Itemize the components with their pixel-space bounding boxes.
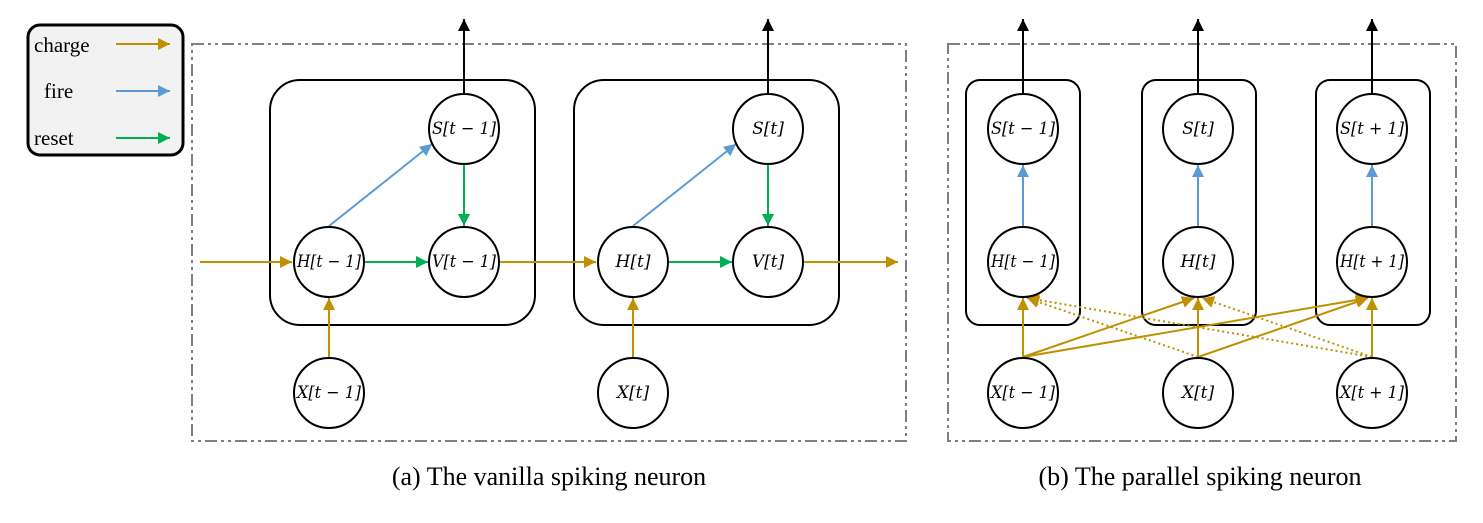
node-b-x-prev-label: X[t − 1]: [989, 383, 1055, 403]
node-b-s-cur: S[t]: [1162, 93, 1234, 165]
node-s-cur: S[t]: [732, 93, 804, 165]
node-x-cur-label: X[t]: [615, 383, 650, 403]
node-v-cur-label: V[t]: [752, 252, 785, 272]
node-b-h-prev: H[t − 1]: [987, 226, 1059, 298]
panel-b: S[t − 1] H[t − 1] X[t − 1] S[t] H[t] X[t…: [947, 19, 1457, 491]
node-b-h-next: H[t + 1]: [1336, 226, 1408, 298]
node-v-prev: V[t − 1]: [428, 226, 500, 298]
node-b-h-prev-label: H[t − 1]: [990, 252, 1055, 272]
node-b-s-prev: S[t − 1]: [987, 93, 1059, 165]
node-b-s-prev-label: S[t − 1]: [991, 119, 1055, 139]
legend-label-charge: charge: [34, 33, 90, 57]
node-h-cur-label: H[t]: [615, 252, 651, 272]
charge-b-x-cur-to-h-next: [1197, 296, 1369, 358]
node-b-h-next-label: H[t + 1]: [1339, 252, 1404, 272]
charge-b-dotted-x-next-to-h-prev: [1026, 294, 1373, 358]
node-b-x-next: X[t + 1]: [1336, 357, 1408, 429]
node-x-cur: X[t]: [597, 357, 669, 429]
node-s-prev: S[t − 1]: [428, 93, 500, 165]
legend: charge fire reset: [26, 23, 185, 157]
panel-b-border: [947, 43, 1457, 442]
node-b-x-next-label: X[t + 1]: [1338, 383, 1404, 403]
node-b-s-next-label: S[t + 1]: [1340, 119, 1404, 139]
node-h-prev: H[t − 1]: [293, 226, 365, 298]
node-b-x-prev: X[t − 1]: [987, 357, 1059, 429]
node-b-x-cur-label: X[t]: [1180, 383, 1215, 403]
node-h-prev-label: H[t − 1]: [296, 252, 361, 272]
charge-b-x-prev-to-h-next: [1022, 294, 1369, 358]
node-v-prev-label: V[t − 1]: [432, 252, 496, 272]
legend-label-fire: fire: [44, 79, 73, 103]
node-b-x-cur: X[t]: [1162, 357, 1234, 429]
neuron-box-prev: [269, 79, 536, 326]
node-x-prev: X[t − 1]: [293, 357, 365, 429]
panel-a: S[t − 1] V[t − 1] H[t − 1] X[t − 1] S[t]…: [191, 19, 907, 491]
fire-arrow-cur: [632, 143, 737, 227]
panel-a-caption: (a) The vanilla spiking neuron: [392, 462, 706, 491]
node-s-cur-label: S[t]: [752, 119, 784, 139]
legend-box: [26, 23, 185, 157]
charge-b-dotted-x-next-to-h-cur: [1201, 296, 1373, 358]
node-b-h-cur: H[t]: [1162, 226, 1234, 298]
node-v-cur: V[t]: [732, 226, 804, 298]
node-s-prev-label: S[t − 1]: [432, 119, 496, 139]
node-b-h-cur-label: H[t]: [1180, 252, 1216, 272]
charge-b-dotted-x-cur-to-h-prev: [1026, 296, 1199, 358]
fire-arrow-prev: [328, 143, 433, 227]
node-x-prev-label: X[t − 1]: [295, 383, 361, 403]
node-b-s-next: S[t + 1]: [1336, 93, 1408, 165]
neuron-box-cur: [573, 79, 840, 326]
charge-b-x-prev-to-h-cur: [1022, 296, 1195, 358]
node-h-cur: H[t]: [597, 226, 669, 298]
node-b-s-cur-label: S[t]: [1182, 119, 1214, 139]
panel-b-caption: (b) The parallel spiking neuron: [1039, 462, 1362, 491]
legend-label-reset: reset: [34, 126, 74, 150]
